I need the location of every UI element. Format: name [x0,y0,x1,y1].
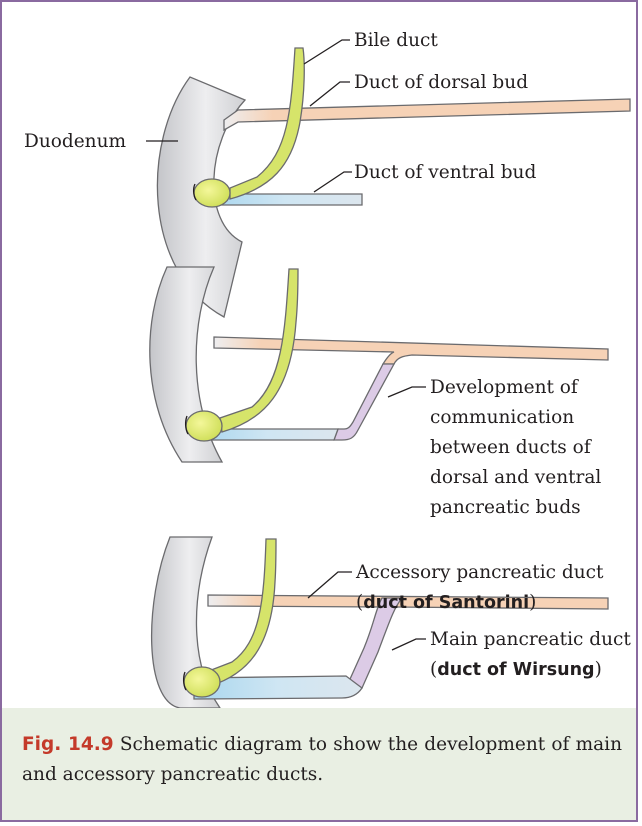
accessory-duct-leader [308,572,352,598]
ampulla [186,411,222,441]
label-duodenum: Duodenum [24,131,127,152]
label-duct-dorsal-bud: Duct of dorsal bud [354,72,528,93]
label-development-1: Development of [430,377,579,398]
dorsal-duct-leader [310,82,350,106]
ampulla [194,179,230,207]
label-accessory-name: (duct of Santorini) [356,592,536,613]
figure-number: Fig. 14.9 [22,734,114,755]
bile-duct-leader [304,40,350,64]
communication-leader [388,387,426,397]
label-development-3: between ducts of [430,437,592,458]
label-development-5: pancreatic buds [430,497,581,518]
ampulla [184,667,220,697]
dorsal-duct [214,337,608,364]
label-duct-ventral-bud: Duct of ventral bud [354,162,536,183]
label-bile-duct: Bile duct [354,30,438,51]
ventral-duct-leader [314,172,352,192]
panel-3: Accessory pancreatic duct (duct of Santo… [152,537,632,708]
duct-development-diagram: Bile duct Duct of dorsal bud Duodenum Du… [2,2,636,708]
figure-caption: Fig. 14.9 Schematic diagram to show the … [22,730,622,790]
label-main-duct: Main pancreatic duct [430,629,631,650]
communicating-duct [334,364,394,440]
panel-1: Bile duct Duct of dorsal bud Duodenum Du… [24,30,630,317]
label-accessory-duct: Accessory pancreatic duct [355,562,604,583]
main-duct-leader [392,639,426,650]
label-development-4: dorsal and ventral [430,467,601,488]
label-main-name: (duct of Wirsung) [430,659,602,680]
dorsal-bud-duct [224,99,630,130]
bile-duct [230,48,304,199]
label-development-2: communication [430,407,574,428]
caption-box: Fig. 14.9 Schematic diagram to show the … [2,708,636,820]
bile-duct [206,539,276,686]
bile-duct [220,269,298,432]
